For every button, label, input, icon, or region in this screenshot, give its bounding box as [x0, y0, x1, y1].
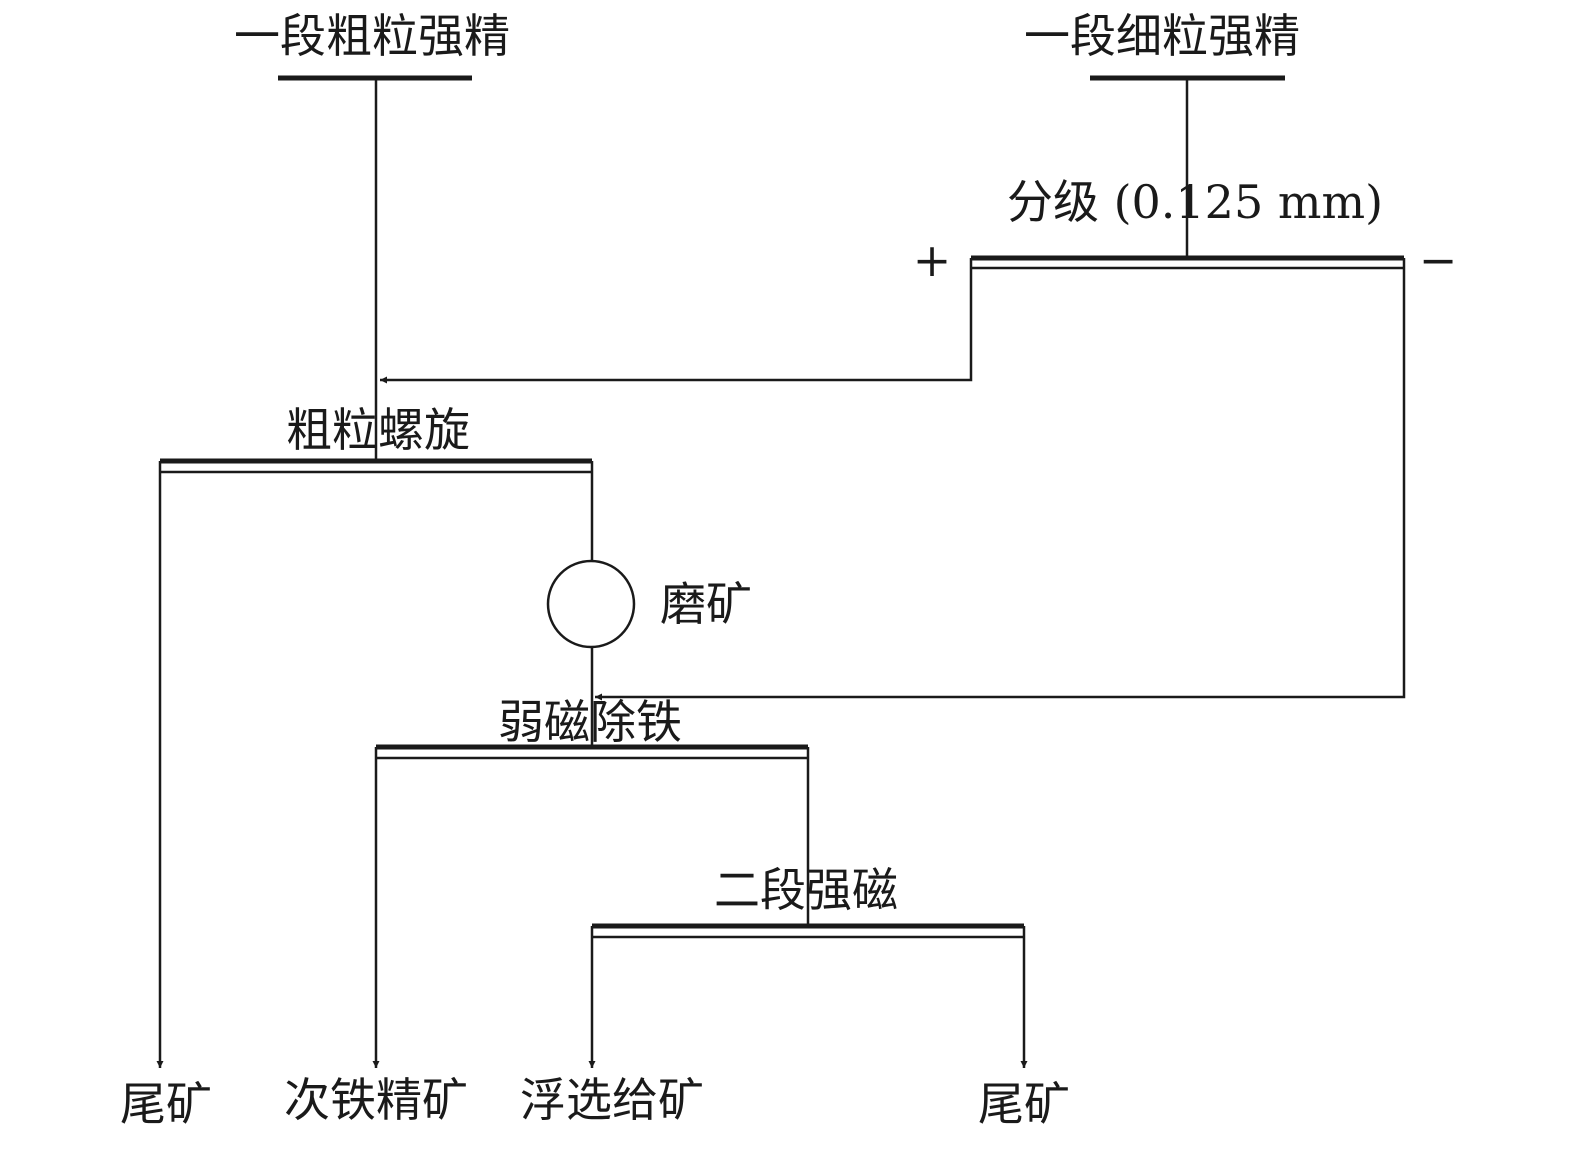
coarse-spiral-label: 粗粒螺旋: [286, 403, 470, 457]
undersize-arrow: [595, 258, 1406, 701]
classification-label: 分级 (0.125 mm): [1007, 175, 1383, 229]
lims-bar: [376, 744, 808, 760]
grinding-label: 磨矿: [660, 577, 752, 631]
grinding-mill-circle: [546, 559, 636, 649]
coarse-spiral-bar: [160, 458, 592, 474]
plus-sign: +: [913, 233, 952, 287]
oversize-return-arrow: [380, 258, 973, 384]
minus-sign: −: [1419, 233, 1458, 287]
coarse-feed-label: 一段粗粒强精: [234, 9, 510, 63]
flotation-feed-label: 浮选给矿: [520, 1073, 704, 1127]
lims-label: 弱磁除铁: [498, 695, 682, 749]
whims-bar: [592, 923, 1024, 939]
fine-feed-label: 一段细粒强精: [1024, 9, 1300, 63]
tailings-2-label: 尾矿: [978, 1077, 1070, 1131]
whims-label: 二段强磁: [714, 863, 898, 917]
tailings-1-label: 尾矿: [120, 1077, 212, 1131]
secondary-iron-label: 次铁精矿: [284, 1073, 468, 1127]
classification-screen: [971, 255, 1404, 270]
